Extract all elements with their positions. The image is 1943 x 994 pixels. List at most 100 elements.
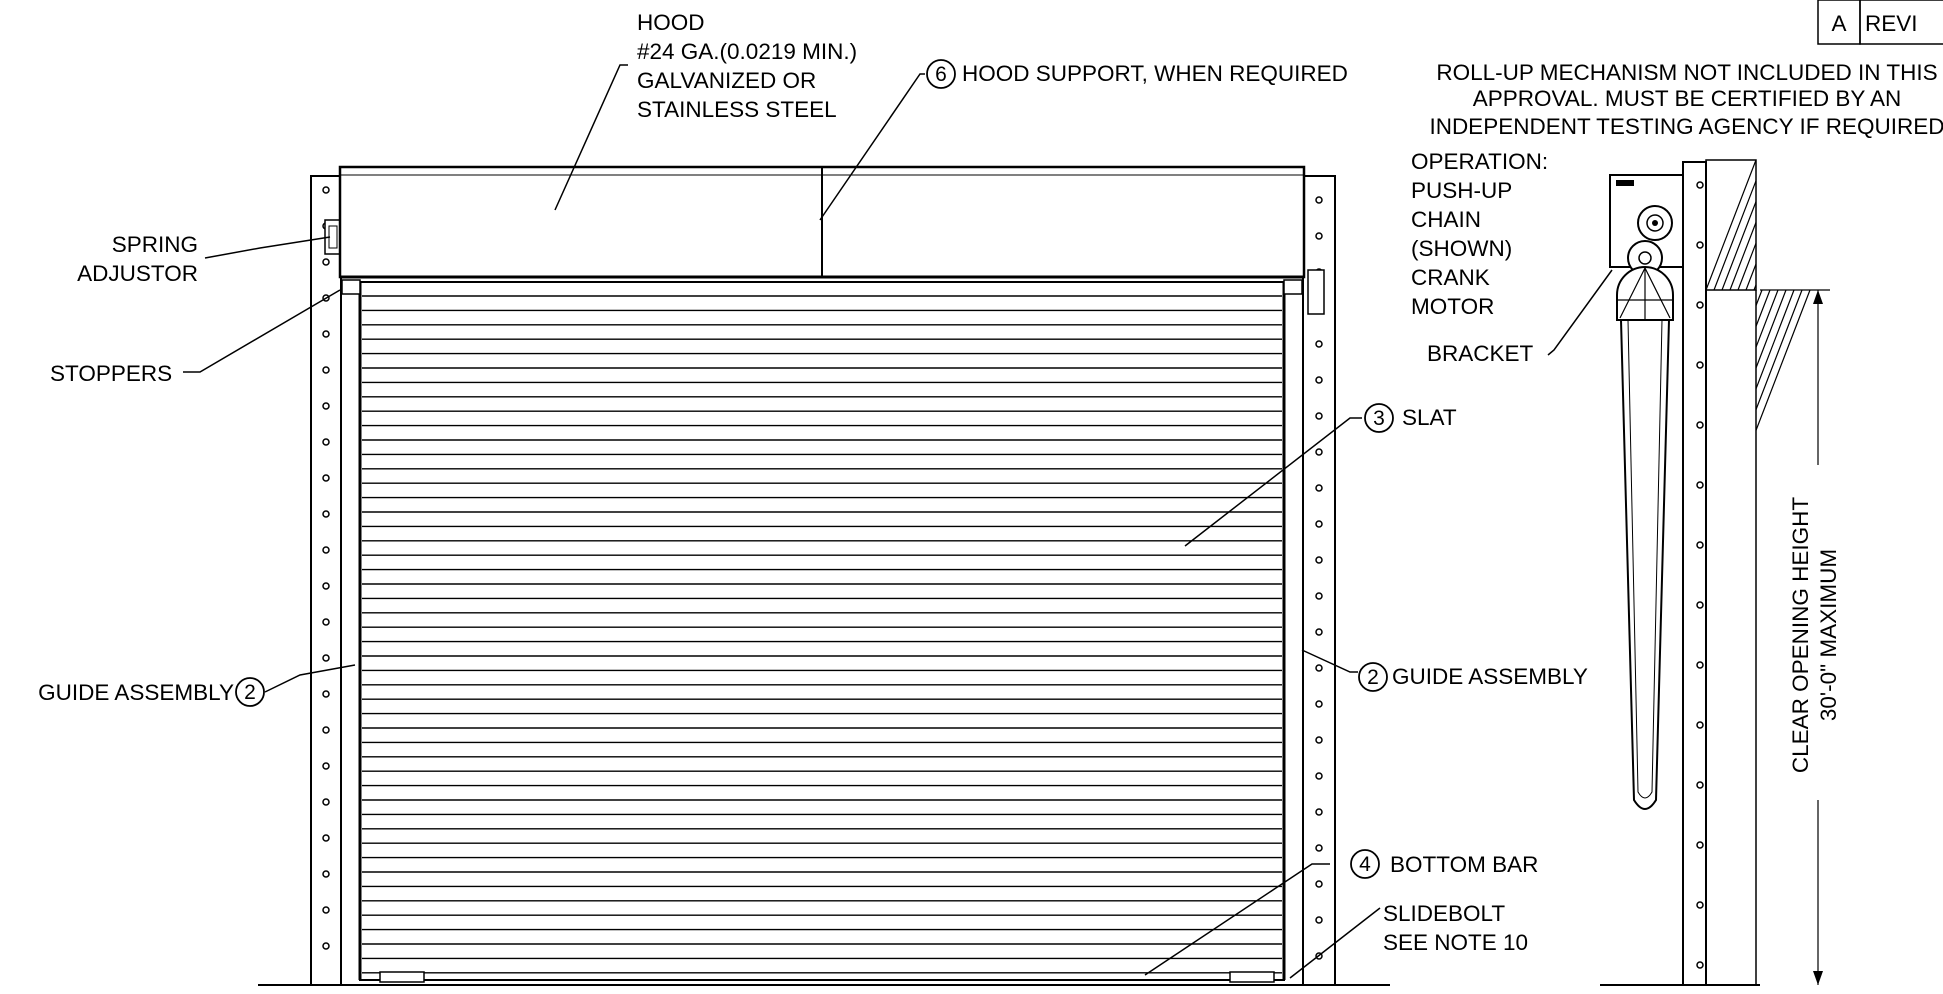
right-guide [1302, 175, 1336, 986]
guide-hole [1696, 841, 1704, 849]
guide-hole [1315, 484, 1323, 492]
guide-hole [322, 402, 330, 410]
wall-hatch-line [1755, 289, 1795, 390]
operation-list: OPERATION: PUSH-UP CHAIN (SHOWN) CRANK M… [1411, 149, 1548, 319]
slidebolt-label: SLIDEBOLT SEE NOTE 10 [1383, 901, 1528, 955]
guide-hole [322, 726, 330, 734]
guide-hole [322, 690, 330, 698]
guide-hole [322, 294, 330, 302]
guide-hole [1696, 361, 1704, 369]
bottom-bar-label: BOTTOM BAR [1390, 852, 1538, 877]
svg-text:SEE NOTE 10: SEE NOTE 10 [1383, 930, 1528, 955]
guide-hole [1696, 541, 1704, 549]
guide-hole [1315, 196, 1323, 204]
svg-text:ROLL-UP MECHANISM NOT INCLUDED: ROLL-UP MECHANISM NOT INCLUDED IN THIS [1436, 60, 1937, 85]
guide-hole [1315, 592, 1323, 600]
guide-hole [1315, 916, 1323, 924]
wall-hatch-line [1713, 180, 1757, 291]
callout-circles [235, 59, 1394, 879]
hood-support-label: HOOD SUPPORT, WHEN REQUIRED [962, 61, 1348, 86]
guide-hole [1315, 340, 1323, 348]
guide-hole [322, 510, 330, 518]
wall-hatch-line [1729, 222, 1757, 291]
wall-hatch-line [1705, 159, 1757, 291]
svg-text:#24 GA.(0.0219 MIN.): #24 GA.(0.0219 MIN.) [637, 39, 857, 64]
leader-lines [183, 64, 1613, 979]
spring-adjustor-label: SPRING ADJUSTOR [77, 232, 198, 286]
guide-hole [322, 906, 330, 914]
guide-hole [1315, 628, 1323, 636]
rollup-note: ROLL-UP MECHANISM NOT INCLUDED IN THIS A… [1429, 60, 1943, 139]
svg-text:GALVANIZED OR: GALVANIZED OR [637, 68, 816, 93]
svg-text:SPRING: SPRING [112, 232, 198, 257]
guide-hole [1696, 661, 1704, 669]
guide-hole [322, 438, 330, 446]
svg-text:MOTOR: MOTOR [1411, 294, 1494, 319]
guide-hole [1696, 481, 1704, 489]
svg-text:PUSH-UP: PUSH-UP [1411, 178, 1512, 203]
guide-hole [322, 474, 330, 482]
svg-text:CRANK: CRANK [1411, 265, 1490, 290]
guide-hole [1696, 901, 1704, 909]
guide-hole [1696, 421, 1704, 429]
guide-hole [1696, 181, 1704, 189]
spring-adjustor-part [324, 219, 342, 255]
guide-hole [322, 618, 330, 626]
guide-hole [1315, 808, 1323, 816]
guide-right-label: GUIDE ASSEMBLY [1392, 664, 1588, 689]
wall-hatch-line [1755, 289, 1787, 369]
guide-hole [322, 186, 330, 194]
guide-hole [322, 798, 330, 806]
guide-hole [1315, 376, 1323, 384]
svg-text:30'-0" MAXIMUM: 30'-0" MAXIMUM [1816, 549, 1841, 721]
guide-hole [322, 546, 330, 554]
svg-text:CLEAR OPENING HEIGHT: CLEAR OPENING HEIGHT [1788, 497, 1813, 774]
hood [338, 165, 1306, 279]
wall-hatch-line [1737, 242, 1757, 291]
svg-text:CHAIN: CHAIN [1411, 207, 1481, 232]
callout-number-hood-support: 6 [935, 63, 947, 86]
callout-number-guide-right: 2 [1367, 666, 1379, 689]
guide-hole [1315, 448, 1323, 456]
callout-number-guide-left: 2 [244, 681, 256, 704]
svg-text:ADJUSTOR: ADJUSTOR [77, 261, 198, 286]
wall-hatch-line [1755, 289, 1763, 306]
guide-hole [1315, 520, 1323, 528]
guide-hole [1315, 556, 1323, 564]
guide-hole [1696, 961, 1704, 969]
side-view [1609, 159, 1830, 986]
svg-text:(SHOWN): (SHOWN) [1411, 236, 1512, 261]
guide-hole [322, 654, 330, 662]
guide-hole [1696, 781, 1704, 789]
svg-text:SLIDEBOLT: SLIDEBOLT [1383, 901, 1505, 926]
clear-height-label: CLEAR OPENING HEIGHT 30'-0" MAXIMUM [1788, 497, 1841, 774]
stopper-right [1283, 279, 1303, 295]
revision-letter: A [1831, 11, 1846, 36]
wall-hatch-line [1755, 289, 1779, 348]
slidebolt-right [1229, 971, 1275, 983]
hood-label: HOOD #24 GA.(0.0219 MIN.) GALVANIZED OR … [637, 10, 857, 122]
guide-hole [322, 582, 330, 590]
svg-text:HOOD: HOOD [637, 10, 705, 35]
callout-number-slat: 3 [1373, 407, 1385, 430]
guide-hole [1315, 880, 1323, 888]
guide-left-label: GUIDE ASSEMBLY [38, 680, 234, 705]
left-guide [310, 175, 342, 986]
guide-hole [322, 762, 330, 770]
guide-hole [1315, 952, 1323, 960]
guide-hole [1315, 844, 1323, 852]
wall-hatch-line [1755, 289, 1803, 410]
guide-hole [1696, 721, 1704, 729]
revision-block: A REVI [1817, 0, 1943, 45]
guide-hole [1696, 241, 1704, 249]
callout-number-bottom-bar: 4 [1359, 853, 1371, 876]
svg-text:APPROVAL. MUST BE CERTIFIED BY: APPROVAL. MUST BE CERTIFIED BY AN [1473, 86, 1901, 111]
guide-hole [1315, 700, 1323, 708]
svg-text:OPERATION:: OPERATION: [1411, 149, 1548, 174]
guide-hole [322, 258, 330, 266]
stoppers-label: STOPPERS [50, 361, 172, 386]
guide-hole [322, 834, 330, 842]
guide-hole [1315, 232, 1323, 240]
